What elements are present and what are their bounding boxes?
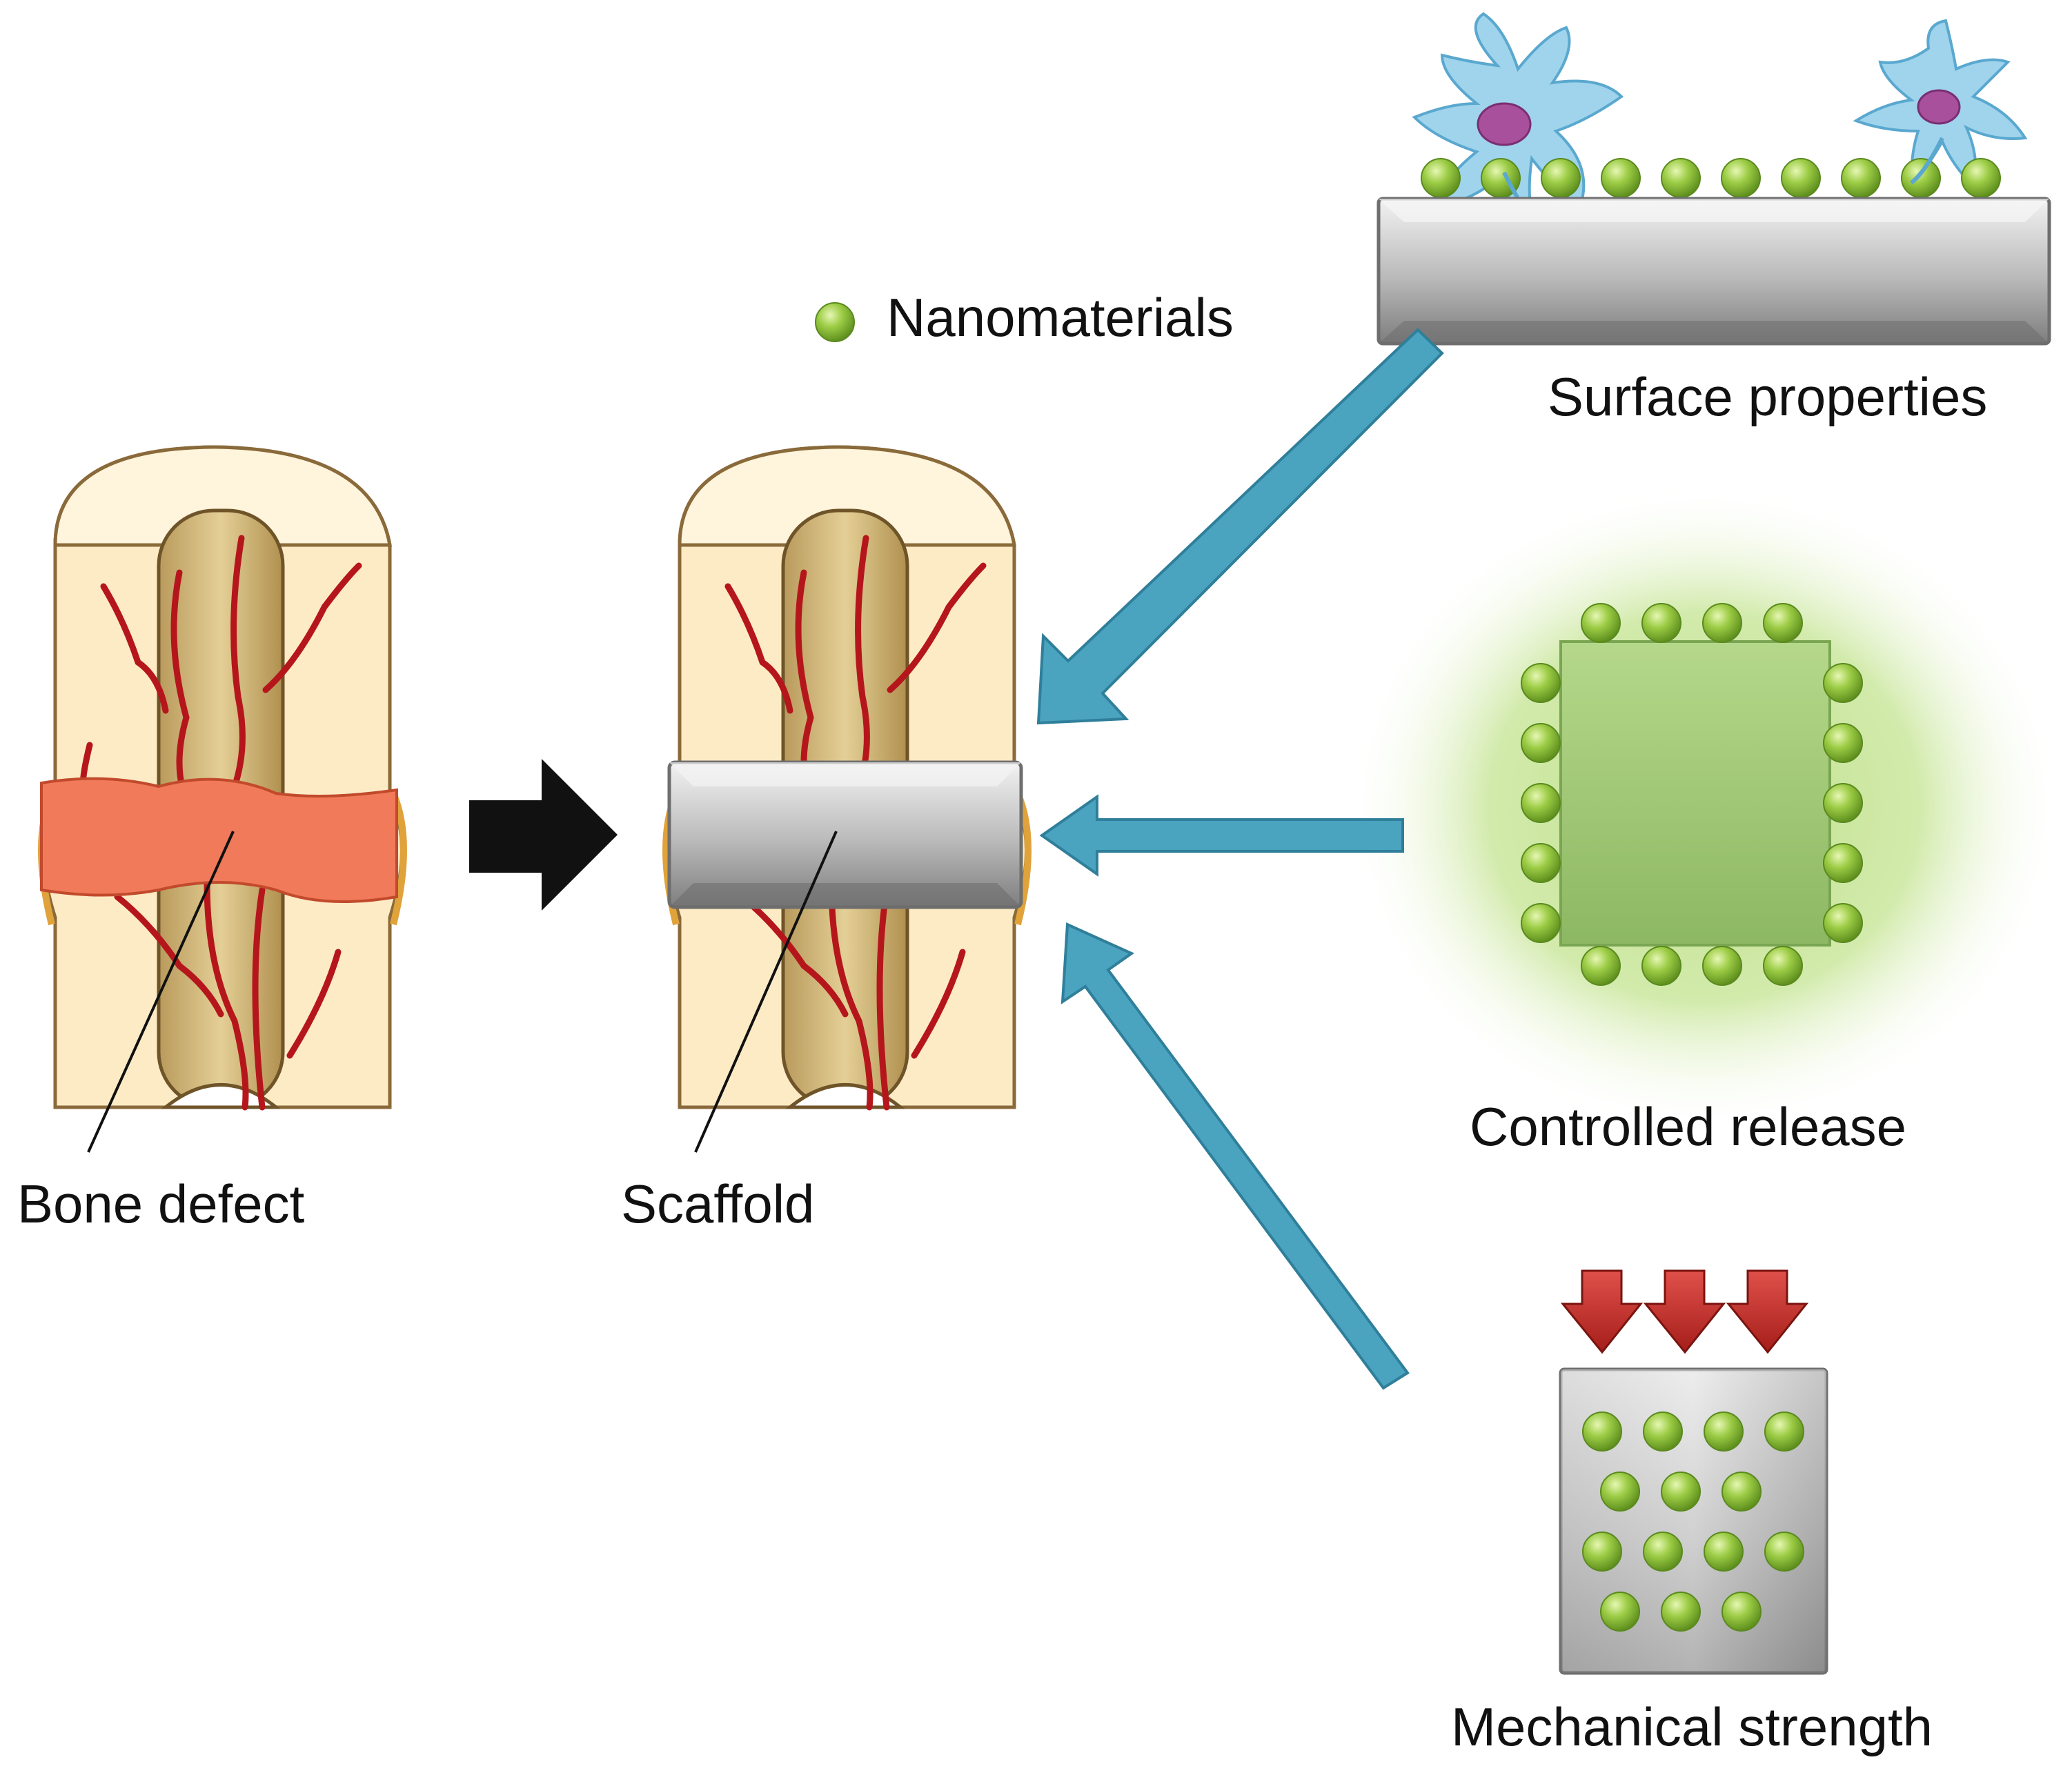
scaffold-illustration <box>662 445 1032 1111</box>
cell-icon <box>1853 19 2028 189</box>
label-bone-defect: Bone defect <box>17 1173 305 1234</box>
arrow-from-surface-icon <box>1036 328 1444 725</box>
mechanical-strength-panel: Mechanical strength <box>1451 1269 1933 1757</box>
label-mechanical-strength: Mechanical strength <box>1451 1696 1933 1757</box>
scaffold-leader <box>694 831 838 1153</box>
bone-defect-leader <box>87 831 235 1153</box>
legend-sphere-icon <box>815 302 855 342</box>
label-nanomaterials: Nanomaterials <box>887 287 1234 348</box>
black-arrow-icon <box>469 759 618 911</box>
legend: Nanomaterials <box>815 287 1234 348</box>
controlled-release-panel: Controlled release <box>1345 483 2063 1157</box>
label-surface-properties: Surface properties <box>1548 366 1987 427</box>
arrow-from-mechanical-icon <box>1060 922 1410 1390</box>
surface-properties-panel: Surface properties <box>1377 12 2051 427</box>
blue-arrows <box>1036 328 1444 1390</box>
label-scaffold: Scaffold <box>621 1173 814 1234</box>
arrow-from-release-icon <box>1039 794 1404 877</box>
label-controlled-release: Controlled release <box>1470 1096 1906 1157</box>
bone-defect-illustration <box>38 445 407 1111</box>
release-block <box>1559 640 1831 947</box>
down-arrow-icon <box>1560 1269 1809 1354</box>
